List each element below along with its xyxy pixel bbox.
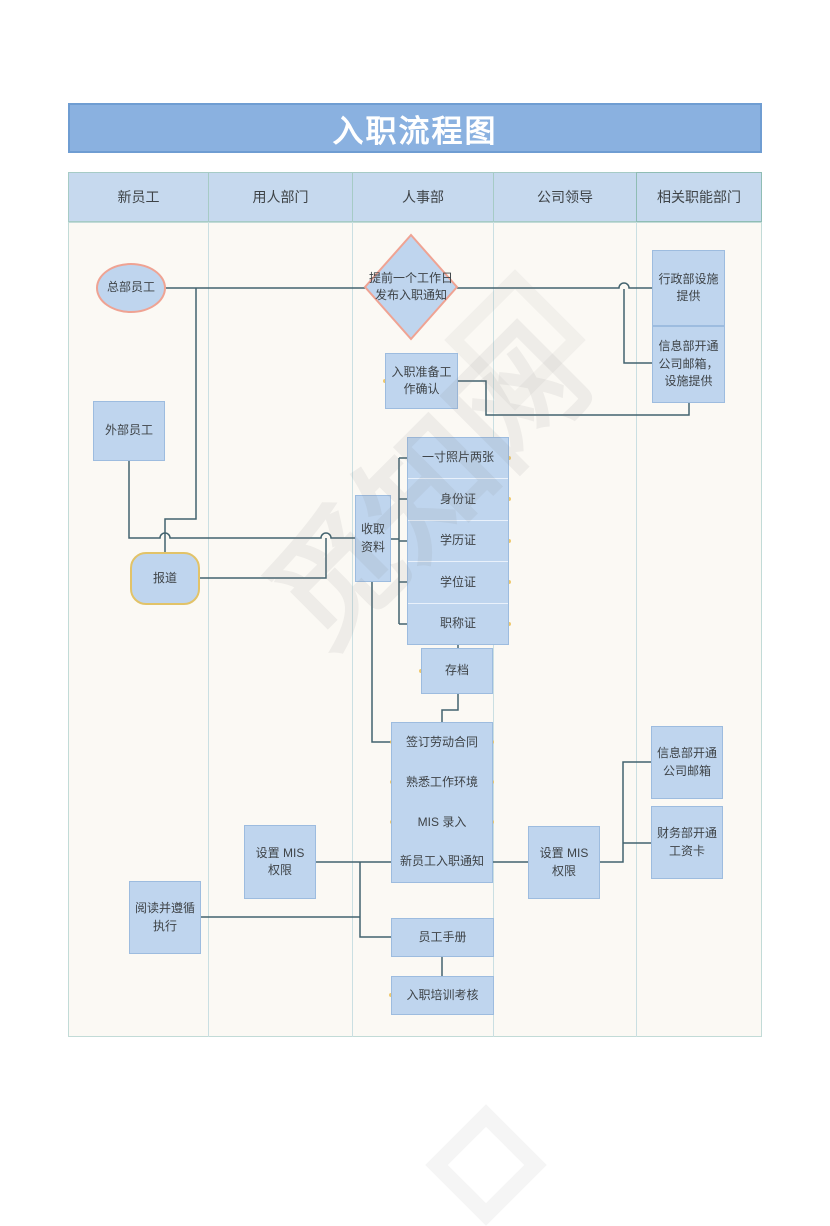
- material-item: 学历证: [408, 519, 508, 561]
- external-employee-node: 外部员工: [93, 401, 165, 461]
- set-mis-leader-node: 设置 MIS 权限: [528, 826, 600, 899]
- material-item: 一寸照片两张: [421, 450, 494, 465]
- read-follow-node: 阅读并遵循 执行: [129, 881, 201, 954]
- onboarding-step: 新员工入职通知: [399, 854, 484, 869]
- admin-facility-node: 行政部设施 提供: [652, 250, 725, 326]
- lane-divider-4: [636, 222, 637, 1037]
- onboarding-step: MIS 录入: [417, 814, 467, 829]
- lane-header-hiring-dept: 用人部门: [208, 172, 353, 222]
- training-exam-node: 入职培训考核: [391, 976, 494, 1015]
- info-mail-facility-node: 信息部开通 公司邮箱， 设施提供: [652, 326, 725, 403]
- lane-header-hr-dept: 人事部: [352, 172, 494, 222]
- connector-collect-to-steps: [371, 582, 391, 743]
- connector-diamond-to-admin: [457, 282, 652, 289]
- advance-notice-diamond: [363, 233, 459, 341]
- onboarding-step: 熟悉工作环境: [405, 774, 478, 789]
- archive-node: 存档: [421, 648, 493, 694]
- collect-materials-node: 收取 资料: [355, 495, 391, 582]
- connector-external-to-collect: [128, 461, 355, 539]
- lane-divider-1: [208, 222, 209, 1037]
- report-duty-node: 报道: [130, 552, 200, 605]
- connector-infofacility-to-prep: [458, 380, 690, 416]
- connector-hq-to-report: [164, 288, 197, 552]
- lane-divider-2: [352, 222, 353, 1037]
- lane-header-functional-depts: 相关职能部门: [636, 172, 762, 222]
- connector-branch-to-handbook: [359, 862, 391, 938]
- connector-layer: [128, 233, 690, 997]
- handbook-node: 员工手册: [391, 918, 494, 957]
- onboarding-step: 签订劳动合同: [405, 735, 478, 750]
- materials-list: 一寸照片两张 身份证 学历证 学位证 职称证: [407, 437, 509, 645]
- info-mailbox-node: 信息部开通 公司邮箱: [651, 726, 723, 799]
- prep-confirm-node: 入职准备工 作确认: [385, 353, 458, 409]
- salary-card-node: 财务部开通 工资卡: [651, 806, 723, 879]
- connector-archive-to-steps: [441, 694, 459, 722]
- advance-notice-label: 提前一个工作日 发布入职通知: [368, 270, 453, 302]
- material-item: 职称证: [408, 602, 508, 644]
- connector-report-to-collect: [200, 538, 327, 579]
- set-mis-dept-node: 设置 MIS 权限: [244, 825, 316, 899]
- hq-employee-node: 总部员工: [96, 263, 166, 313]
- lane-header-leadership: 公司领导: [493, 172, 637, 222]
- page-title: 入职流程图: [332, 113, 498, 149]
- page: { "title": "入职流程图", "lanes": ["新员工", "用人…: [68, 103, 762, 1226]
- material-item: 身份证: [408, 478, 508, 519]
- lane-header-new-employee: 新员工: [68, 172, 209, 222]
- title-bar: 入职流程图: [68, 103, 762, 153]
- connector-misleader-to-mailbox: [600, 761, 651, 863]
- onboarding-steps-group: 签订劳动合同 熟悉工作环境 MIS 录入 新员工入职通知: [391, 722, 493, 883]
- connector-diamond-to-infofacility: [623, 289, 652, 364]
- material-item: 学位证: [408, 561, 508, 602]
